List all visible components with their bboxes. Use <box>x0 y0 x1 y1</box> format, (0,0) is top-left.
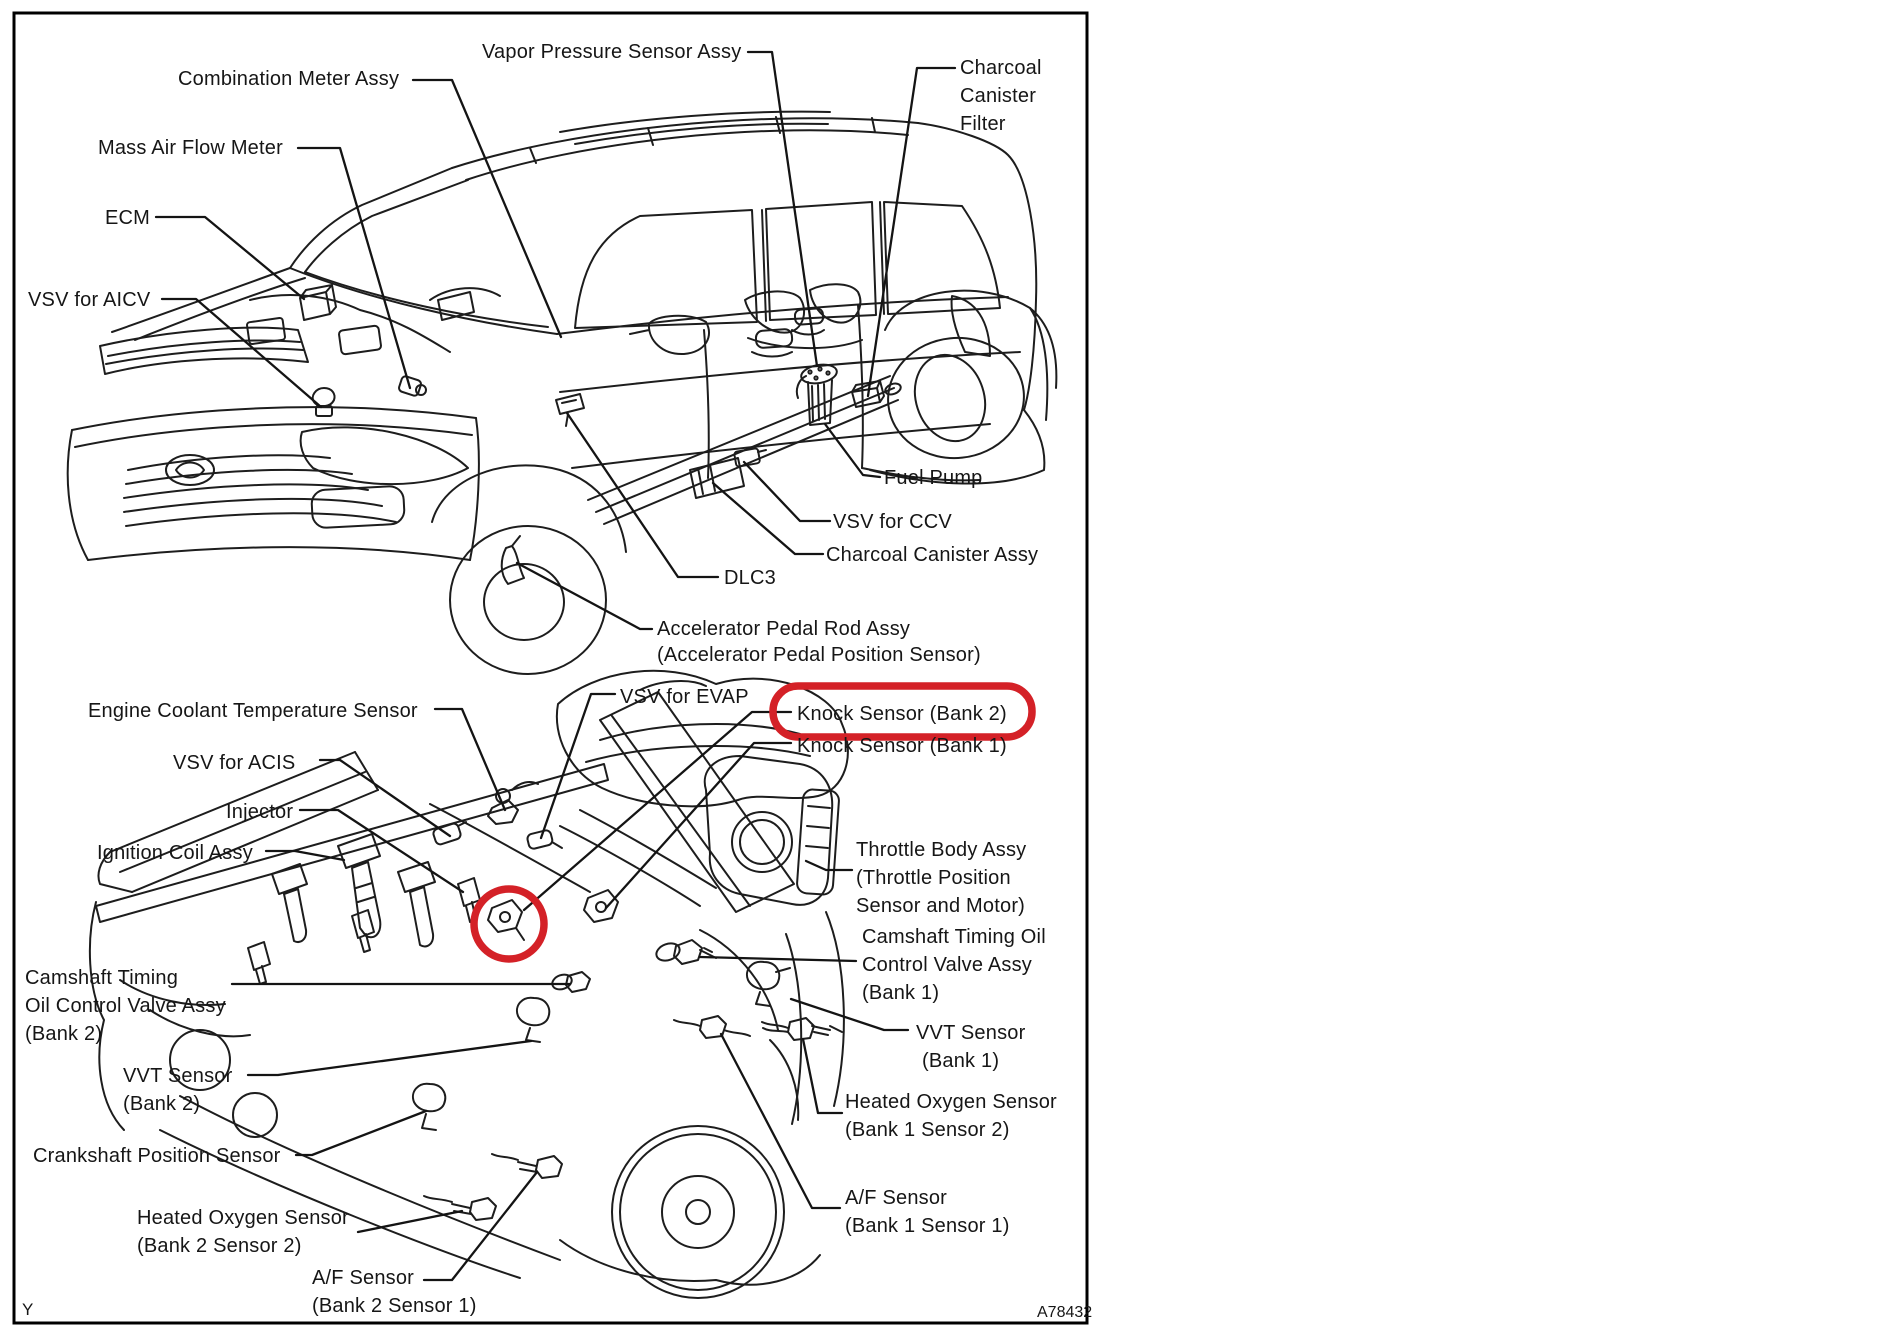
label-charcoal-canister-filter: Charcoal Canister Filter <box>960 57 1042 135</box>
leader-vvt1 <box>789 997 910 1032</box>
leader-af-b1s1 <box>719 1032 842 1210</box>
label-camshaft-ocv-bank1: Camshaft Timing Oil Control Valve Assy (… <box>862 926 1046 1004</box>
page-corner-mark: Y <box>22 1300 34 1319</box>
label-vvt-sensor-bank2: VVT Sensor (Bank 2) <box>123 1065 233 1115</box>
label-engine-coolant-temp-sensor: Engine Coolant Temperature Sensor <box>88 700 418 722</box>
label-vsv-evap: VSV for EVAP <box>620 686 749 708</box>
af-sensor-b1s1-part <box>673 1015 751 1039</box>
label-af-sensor-b2s1: A/F Sensor (Bank 2 Sensor 1) <box>312 1267 477 1317</box>
leader-ho2-b1s2 <box>801 1037 844 1115</box>
leader-vsv-aicv <box>160 297 323 409</box>
vsv-aicv-part <box>311 387 336 417</box>
leader-ect <box>433 707 507 812</box>
leader-charcoal-filter <box>866 66 957 398</box>
label-injector: Injector <box>226 801 294 823</box>
label-vapor-pressure-sensor: Vapor Pressure Sensor Assy <box>482 41 742 63</box>
label-accelerator-pedal: Accelerator Pedal Rod Assy (Accelerator … <box>657 618 981 666</box>
label-ignition-coil-assy: Ignition Coil Assy <box>97 842 253 864</box>
label-dlc3: DLC3 <box>724 567 776 589</box>
heated-o2-b2s2-part <box>423 1195 497 1221</box>
knock-sensor-bank2-part <box>487 899 525 941</box>
label-mass-air-flow-meter: Mass Air Flow Meter <box>98 137 283 159</box>
label-ecm: ECM <box>105 207 151 229</box>
leader-fuel-pump <box>823 422 882 479</box>
engine-drawing <box>88 669 849 1299</box>
af-sensor-b2s1-part <box>491 1153 563 1179</box>
knock-sensor-bank1-part <box>583 889 619 923</box>
knock-sensor-bank2-highlight-oval <box>769 682 1036 741</box>
label-knock-sensor-bank1: Knock Sensor (Bank 1) <box>797 735 1007 757</box>
label-crankshaft-position-sensor: Crankshaft Position Sensor <box>33 1145 281 1167</box>
label-knock-sensor-bank2: Knock Sensor (Bank 2) <box>797 703 1007 725</box>
leader-knock2 <box>522 710 793 912</box>
vvt-sensor-bank2-part <box>516 996 551 1043</box>
label-combination-meter: Combination Meter Assy <box>178 68 400 90</box>
leader-vapor-pressure <box>746 50 819 368</box>
vehicle-drawing <box>66 110 1058 675</box>
leader-knock1 <box>604 741 793 910</box>
leader-vvt2 <box>246 1039 533 1077</box>
leader-throttle-body <box>804 859 854 872</box>
leader-vsv-ccv <box>742 460 832 523</box>
throttle-body-part <box>703 755 840 906</box>
leader-ho2-b2s2 <box>356 1209 464 1234</box>
label-fuel-pump: Fuel Pump <box>884 467 983 489</box>
leader-ocv1 <box>698 955 858 963</box>
leader-injector <box>298 808 465 894</box>
label-af-sensor-b1s1: A/F Sensor (Bank 1 Sensor 1) <box>845 1187 1010 1237</box>
dlc3-part <box>555 393 585 427</box>
heated-o2-b1s2-part <box>761 1017 843 1041</box>
leader-vsv-acis <box>318 758 452 838</box>
injector-part <box>247 877 481 985</box>
vsv-acis-part <box>432 821 467 846</box>
label-heated-o2-b1s2: Heated Oxygen Sensor (Bank 1 Sensor 2) <box>845 1091 1057 1141</box>
camshaft-ocv-bank2-part <box>551 971 591 993</box>
vvt-sensor-bank1-part <box>746 960 791 1007</box>
leader-accel-pedal <box>515 561 654 631</box>
leader-crank <box>294 1109 428 1157</box>
leader-mass-air-flow <box>296 146 412 390</box>
fuel-pump-part <box>795 363 838 426</box>
leader-vsv-evap <box>539 692 617 840</box>
ecm-box <box>299 284 337 321</box>
label-vsv-acis: VSV for ACIS <box>173 752 296 774</box>
label-vsv-ccv: VSV for CCV <box>833 511 952 533</box>
leader-combination-meter <box>411 78 563 339</box>
highlights <box>470 682 1036 963</box>
knock-sensor-location-highlight-circle <box>470 885 548 963</box>
leader-charcoal-assy <box>711 481 825 556</box>
figure-code: A78432 <box>1037 1304 1093 1321</box>
charcoal-canister-assy-part <box>689 457 745 499</box>
leader-lines <box>154 50 957 1282</box>
accelerator-pedal-part <box>500 535 525 585</box>
crankshaft-position-sensor-part <box>412 1082 447 1131</box>
label-vvt-sensor-bank1: VVT Sensor (Bank 1) <box>916 1022 1026 1072</box>
label-camshaft-ocv-bank2: Camshaft Timing Oil Control Valve Assy (… <box>25 967 226 1045</box>
leader-ignition-coil <box>264 849 346 862</box>
camshaft-ocv-bank1-part <box>655 939 717 965</box>
label-heated-o2-b2s2: Heated Oxygen Sensor (Bank 2 Sensor 2) <box>137 1207 349 1257</box>
label-charcoal-canister-assy: Charcoal Canister Assy <box>826 544 1039 566</box>
diagram-border <box>12 11 1089 1325</box>
leader-af-b2s1 <box>422 1170 539 1282</box>
mass-air-flow-part <box>398 375 427 397</box>
leader-ecm <box>154 215 306 301</box>
label-throttle-body-assy: Throttle Body Assy (Throttle Position Se… <box>856 839 1027 917</box>
leader-dlc3 <box>565 411 720 579</box>
label-vsv-aicv: VSV for AICV <box>28 289 151 311</box>
vsv-evap-part <box>526 829 563 850</box>
ignition-coil-part <box>271 833 436 948</box>
